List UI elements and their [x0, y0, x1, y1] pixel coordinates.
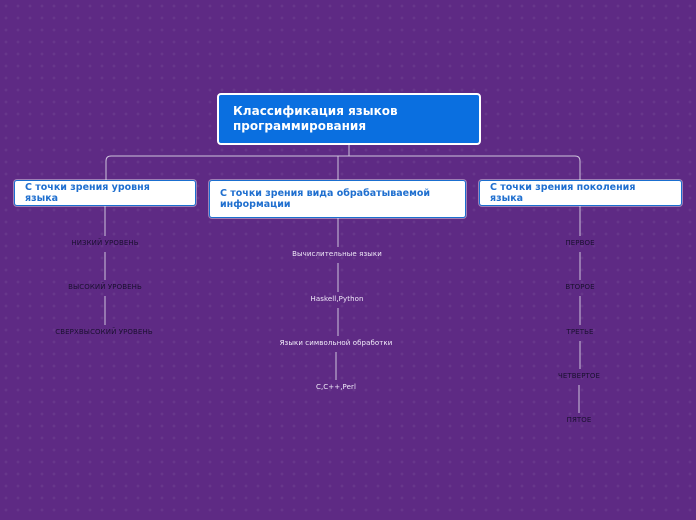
leaf-node[interactable]: C,C++,Perl — [315, 383, 357, 391]
leaf-node[interactable]: ПЯТОЕ — [566, 416, 592, 424]
branch-label: С точки зрения уровня языка — [25, 182, 150, 204]
connector-branch-3-children — [578, 206, 581, 413]
root-node[interactable]: Классификация языков программирования — [217, 93, 481, 145]
leaf-node[interactable]: СВЕРХВЫСОКИЙ УРОВЕНЬ — [55, 328, 153, 336]
leaf-node[interactable]: ЧЕТВЕРТОЕ — [557, 372, 601, 380]
connector-branch-2-children — [335, 218, 339, 380]
leaf-node[interactable]: НИЗКИЙ УРОВЕНЬ — [71, 239, 139, 247]
leaf-node[interactable]: ТРЕТЬЕ — [566, 328, 594, 336]
leaf-node[interactable]: Haskell,Python — [310, 295, 364, 303]
branch-node-language-generation[interactable]: С точки зрения поколения языка — [479, 180, 682, 206]
connector-root-to-branches — [105, 145, 581, 180]
leaf-node[interactable]: ПЕРВОЕ — [565, 239, 595, 247]
leaf-node[interactable]: ВЫСОКИЙ УРОВЕНЬ — [68, 283, 142, 291]
leaf-node[interactable]: Языки символьной обработки — [279, 339, 393, 347]
leaf-node[interactable]: ВТОРОЕ — [565, 283, 595, 291]
leaf-node[interactable]: Вычислительные языки — [292, 250, 382, 258]
root-label: Классификация языков программирования — [233, 104, 398, 133]
branch-label: С точки зрения поколения языка — [490, 182, 636, 204]
branch-node-information-type[interactable]: С точки зрения вида обрабатываемой инфор… — [209, 180, 466, 218]
branch-node-language-level[interactable]: С точки зрения уровня языка — [14, 180, 196, 206]
branch-label: С точки зрения вида обрабатываемой инфор… — [220, 188, 431, 210]
